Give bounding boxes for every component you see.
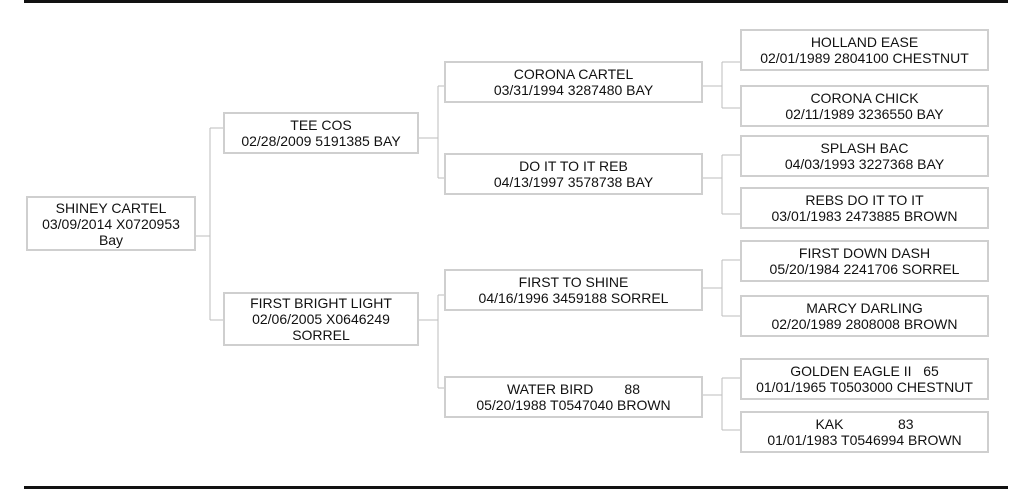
sire-details: 02/28/2009 5191385 BAY [241, 133, 401, 149]
sire-box: TEE COS 02/28/2009 5191385 BAY [223, 112, 419, 154]
sire-dam-name: DO IT TO IT REB [519, 158, 628, 174]
ggp-name: FIRST DOWN DASH [798, 245, 931, 261]
sire-sire-details: 03/31/1994 3287480 BAY [493, 82, 654, 98]
ggp-name: HOLLAND EASE [810, 34, 919, 50]
top-rule [24, 0, 1008, 3]
dam-name: FIRST BRIGHT LIGHT [250, 295, 392, 311]
dam-sire-box: FIRST TO SHINE 04/16/1996 3459188 SORREL [444, 269, 703, 311]
dam-box: FIRST BRIGHT LIGHT 02/06/2005 X0646249 S… [223, 292, 419, 346]
ggp-details: 05/20/1984 2241706 SORREL [769, 261, 960, 277]
dam-dam-details: 05/20/1988 T0547040 BROWN [476, 397, 671, 413]
ggp-box-6: MARCY DARLING 02/20/1989 2808008 BROWN [740, 295, 989, 337]
ggp-box-1: HOLLAND EASE 02/01/1989 2804100 CHESTNUT [740, 29, 989, 71]
dam-color: SORREL [292, 327, 350, 343]
horse-color: Bay [98, 231, 124, 248]
ggp-box-3: SPLASH BAC 04/03/1993 3227368 BAY [740, 135, 989, 177]
ggp-name: KAK 83 [815, 416, 914, 432]
ggp-details: 02/01/1989 2804100 CHESTNUT [760, 50, 969, 66]
ggp-box-8: KAK 83 01/01/1983 T0546994 BROWN [740, 411, 989, 453]
ggp-details: 04/03/1993 3227368 BAY [784, 156, 945, 172]
ggp-details: 01/01/1983 T0546994 BROWN [767, 432, 962, 448]
sire-dam-box: DO IT TO IT REB 04/13/1997 3578738 BAY [444, 153, 703, 195]
ggp-name: GOLDEN EAGLE II 65 [790, 363, 939, 379]
ggp-name: REBS DO IT TO IT [805, 192, 924, 208]
ggp-box-4: REBS DO IT TO IT 03/01/1983 2473885 BROW… [740, 187, 989, 229]
dam-dam-box: WATER BIRD 88 05/20/1988 T0547040 BROWN [444, 376, 703, 418]
sire-sire-name: CORONA CARTEL [513, 66, 634, 82]
bottom-rule [24, 486, 1008, 489]
dam-sire-name: FIRST TO SHINE [518, 274, 629, 290]
ggp-name: CORONA CHICK [810, 90, 919, 106]
sire-sire-box: CORONA CARTEL 03/31/1994 3287480 BAY [444, 61, 703, 103]
horse-details: 03/09/2014 X0720953 [42, 215, 180, 232]
ggp-box-7: GOLDEN EAGLE II 65 01/01/1965 T0503000 C… [740, 358, 989, 400]
ggp-name: MARCY DARLING [806, 300, 923, 316]
ggp-details: 03/01/1983 2473885 BROWN [771, 208, 958, 224]
dam-sire-details: 04/16/1996 3459188 SORREL [478, 290, 669, 306]
ggp-box-2: CORONA CHICK 02/11/1989 3236550 BAY [740, 85, 989, 127]
ggp-details: 01/01/1965 T0503000 CHESTNUT [756, 379, 973, 395]
horse-name: SHINEY CARTEL [55, 199, 167, 216]
dam-details: 02/06/2005 X0646249 [252, 311, 390, 327]
sire-name: TEE COS [290, 117, 352, 133]
ggp-box-5: FIRST DOWN DASH 05/20/1984 2241706 SORRE… [740, 240, 989, 282]
sire-dam-details: 04/13/1997 3578738 BAY [493, 174, 654, 190]
ggp-details: 02/20/1989 2808008 BROWN [771, 316, 958, 332]
dam-dam-name: WATER BIRD 88 [506, 381, 641, 397]
ggp-details: 02/11/1989 3236550 BAY [785, 106, 944, 122]
horse-box: SHINEY CARTEL 03/09/2014 X0720953 Bay [26, 196, 196, 251]
ggp-name: SPLASH BAC [820, 140, 909, 156]
